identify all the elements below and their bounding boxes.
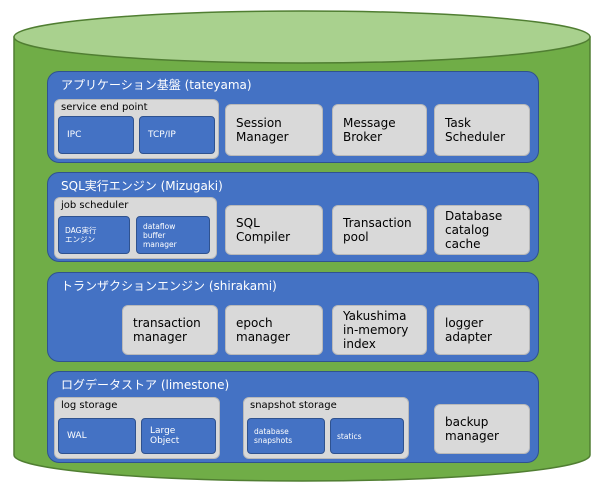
sql-compiler-box: SQL Compiler <box>225 205 323 255</box>
backup-manager-box: backup manager <box>434 404 530 454</box>
task-scheduler-box: Task Scheduler <box>434 104 530 156</box>
statics-box: statics <box>330 418 404 454</box>
tcp-ip-box: TCP/IP <box>139 116 215 154</box>
job-scheduler-group: job scheduler DAG実行 エンジン dataflow buffer… <box>54 197 217 259</box>
snapshot-storage-group: snapshot storage database snapshots stat… <box>243 397 409 459</box>
transaction-manager-box: transaction manager <box>122 305 218 355</box>
layer-sql-engine: SQL実行エンジン (Mizugaki) job scheduler DAG実行… <box>47 172 539 262</box>
wal-box: WAL <box>58 418 136 454</box>
yakushima-index-box: Yakushima in-memory index <box>332 305 427 355</box>
dag-engine-box: DAG実行 エンジン <box>58 216 130 254</box>
layer-title: ログデータストア (limestone) <box>61 378 230 392</box>
group-title: log storage <box>61 400 118 411</box>
layer-title: SQL実行エンジン (Mizugaki) <box>61 179 223 193</box>
database-catalog-cache-box: Database catalog cache <box>434 205 530 255</box>
layer-title: アプリケーション基盤 (tateyama) <box>61 78 252 92</box>
ipc-box: IPC <box>58 116 134 154</box>
layer-transaction-engine: トランザクションエンジン (shirakami) transaction man… <box>47 272 539 362</box>
transaction-pool-box: Transaction pool <box>332 205 427 255</box>
group-title: service end point <box>61 102 148 113</box>
group-title: snapshot storage <box>250 400 337 411</box>
layer-title: トランザクションエンジン (shirakami) <box>61 279 277 293</box>
logger-adapter-box: logger adapter <box>434 305 530 355</box>
service-end-point-group: service end point IPC TCP/IP <box>54 99 219 159</box>
epoch-manager-box: epoch manager <box>225 305 323 355</box>
log-storage-group: log storage WAL Large Object <box>54 397 220 459</box>
layer-application-platform: アプリケーション基盤 (tateyama) service end point … <box>47 71 539 163</box>
layer-log-datastore: ログデータストア (limestone) log storage WAL Lar… <box>47 371 539 463</box>
message-broker-box: Message Broker <box>332 104 427 156</box>
dataflow-buffer-manager-box: dataflow buffer manager <box>136 216 210 254</box>
group-title: job scheduler <box>61 200 129 211</box>
session-manager-box: Session Manager <box>225 104 323 156</box>
large-object-box: Large Object <box>141 418 216 454</box>
database-snapshots-box: database snapshots <box>247 418 325 454</box>
